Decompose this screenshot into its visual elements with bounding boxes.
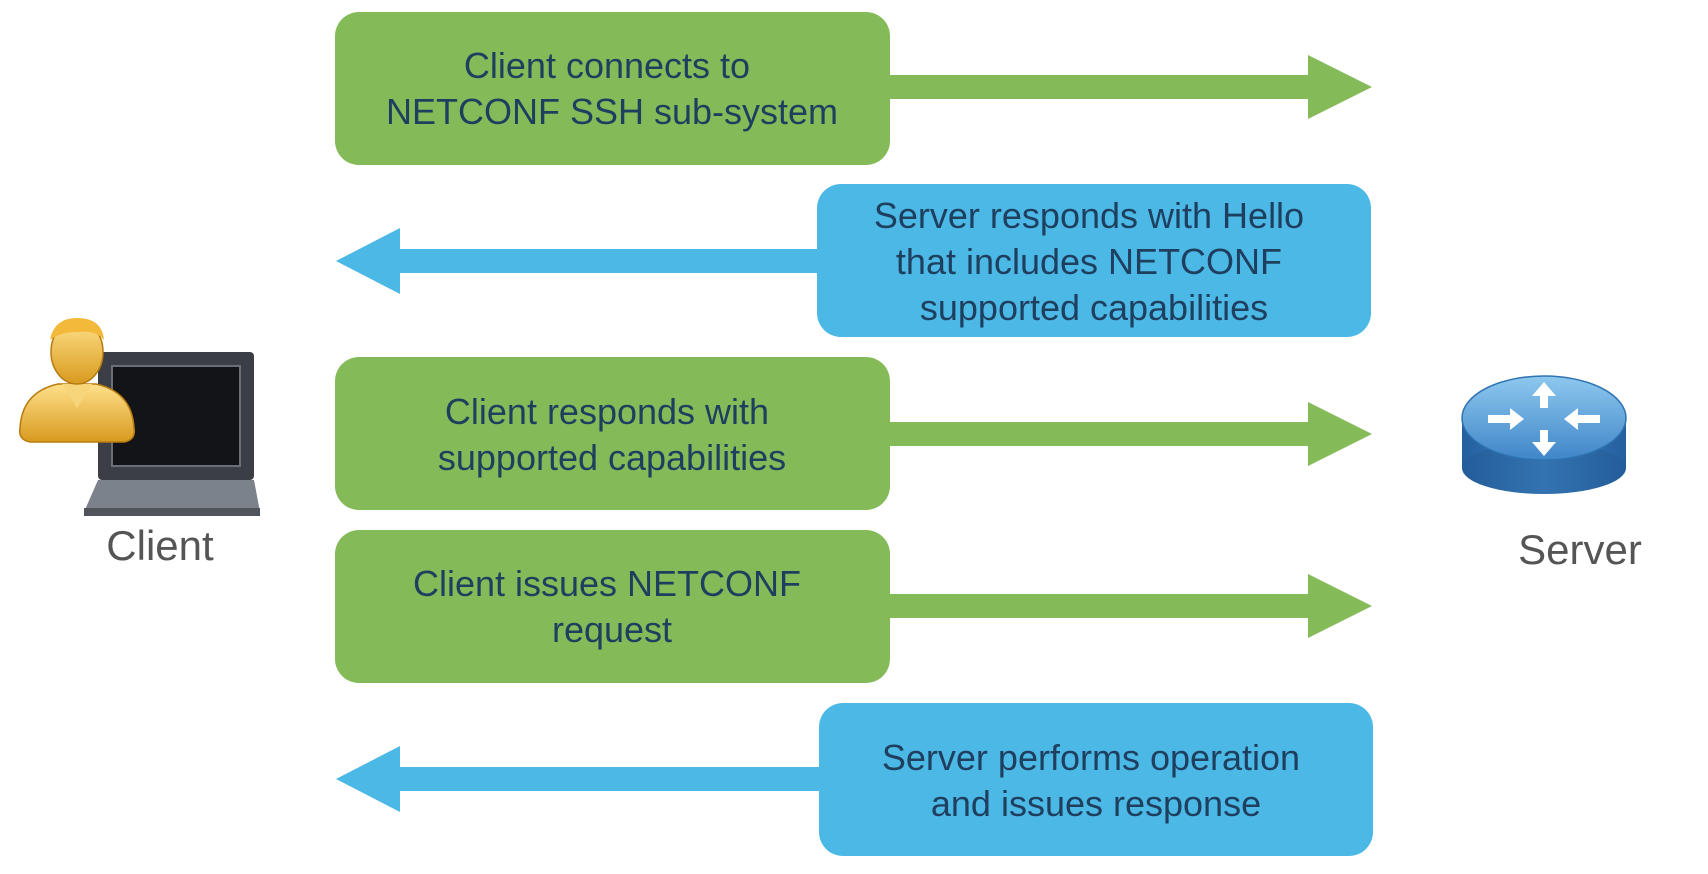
step-3-line-1: Client responds with — [445, 391, 769, 432]
step-2-arrow-head — [336, 228, 400, 294]
step-1-box — [335, 12, 890, 165]
step-2-line-3: supported capabilities — [920, 287, 1268, 328]
svg-text:Client responds with sup: Client responds with supported capabilit… — [438, 391, 786, 478]
step-1-arrow-head — [1308, 55, 1372, 119]
step-2-line-1: Server responds with Hello — [874, 195, 1304, 236]
step-3-line-2: supported capabilities — [438, 437, 786, 478]
server-label: Server — [1518, 526, 1642, 573]
router-icon — [1461, 375, 1627, 494]
step-1-line-1: Client connects to — [464, 45, 750, 86]
step-5-arrow-head — [336, 746, 400, 812]
step-5-box — [819, 703, 1373, 856]
svg-text:Client issues NETCONF re: Client issues NETCONF request — [413, 563, 811, 650]
svg-text:Server responds with Hello: Server responds with Hello that includes… — [874, 195, 1314, 328]
user-laptop-icon — [18, 318, 260, 516]
step-1-arrow-shaft — [880, 75, 1310, 99]
step-4-line-2: request — [552, 609, 672, 650]
svg-text:Client connects to NETCO: Client connects to NETCONF SSH sub-syste… — [386, 45, 838, 132]
step-1: Client connects to NETCONF SSH sub-syste… — [335, 12, 1372, 165]
svg-text:Server performs operation: Server performs operation and issues res… — [882, 737, 1310, 824]
step-2: Server responds with Hello that includes… — [336, 184, 1371, 337]
client-label: Client — [106, 522, 214, 569]
step-5: Server performs operation and issues res… — [336, 703, 1373, 856]
step-3-arrow-shaft — [880, 422, 1310, 446]
step-5-line-1: Server performs operation — [882, 737, 1300, 778]
step-4-line-1: Client issues NETCONF — [413, 563, 801, 604]
step-4-arrow-head — [1308, 574, 1372, 638]
step-2-box — [817, 184, 1371, 337]
step-1-line-2: NETCONF SSH sub-system — [386, 91, 838, 132]
step-4-arrow-shaft — [880, 594, 1310, 618]
step-2-line-2: that includes NETCONF — [896, 241, 1282, 282]
step-2-arrow-shaft — [396, 249, 826, 273]
step-5-arrow-shaft — [396, 767, 826, 791]
step-4: Client issues NETCONF request — [335, 530, 1372, 683]
step-3-box — [335, 357, 890, 510]
step-3: Client responds with supported capabilit… — [335, 357, 1372, 510]
step-4-box — [335, 530, 890, 683]
step-5-line-2: and issues response — [931, 783, 1261, 824]
step-3-arrow-head — [1308, 402, 1372, 466]
